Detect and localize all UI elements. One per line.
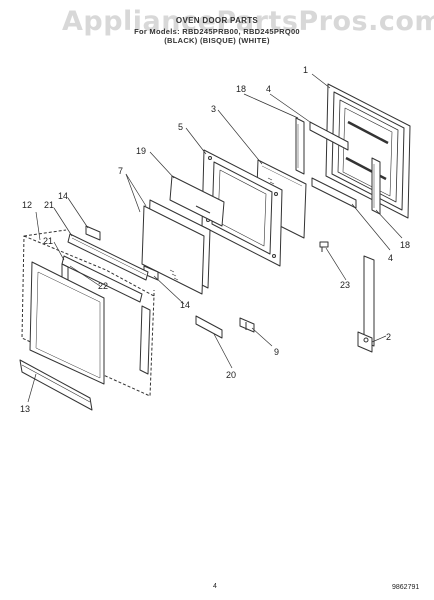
callout-21-upper: 21 xyxy=(44,200,54,210)
leader-lines xyxy=(27,73,403,403)
part-screw xyxy=(319,241,329,252)
callout-7: 7 xyxy=(118,166,123,176)
callout-9: 9 xyxy=(274,347,279,357)
part-bracket-lower xyxy=(311,177,357,209)
callout-22: 22 xyxy=(98,281,108,291)
callout-12: 12 xyxy=(22,200,32,210)
part-side-trim-left xyxy=(295,117,305,175)
callout-1: 1 xyxy=(303,65,308,75)
callout-18-upper: 18 xyxy=(236,84,246,94)
part-hinge xyxy=(357,255,375,353)
part-front-glass xyxy=(29,261,105,385)
callout-14-lower: 14 xyxy=(180,300,190,310)
callout-3: 3 xyxy=(211,104,216,114)
callout-14-upper: 14 xyxy=(58,191,68,201)
part-door-assembly-outline xyxy=(21,229,155,397)
part-latch xyxy=(239,317,255,333)
callout-2: 2 xyxy=(386,332,391,342)
watermark: AppliancePartsPros.com xyxy=(62,6,434,37)
callout-23: 23 xyxy=(340,280,350,290)
document-number: 9862791 xyxy=(392,584,420,591)
part-inner-rails xyxy=(61,255,151,375)
callout-21-lower: 21 xyxy=(43,236,53,246)
callout-13: 13 xyxy=(20,404,30,414)
callout-4-lower: 4 xyxy=(388,253,393,263)
part-top-rail xyxy=(67,233,149,281)
part-clip-upper xyxy=(85,225,101,241)
part-outer-door-panel xyxy=(325,83,411,219)
part-glass-panes xyxy=(141,199,211,295)
callout-19: 19 xyxy=(136,146,146,156)
page-title: OVEN DOOR PARTS xyxy=(175,16,259,25)
part-handle xyxy=(19,359,93,411)
part-bar xyxy=(195,315,223,339)
part-side-trim-right xyxy=(371,157,381,215)
part-baffle xyxy=(169,175,225,227)
callout-18-lower: 18 xyxy=(400,240,410,250)
part-bracket-upper xyxy=(309,121,349,151)
page-number: 4 xyxy=(213,583,217,590)
color-variants: (BLACK) (BISQUE) (WHITE) xyxy=(164,36,270,45)
callout-4-upper: 4 xyxy=(266,84,271,94)
model-list: For Models: RBD245PRB00, RBD245PRQ00 xyxy=(134,27,300,36)
callout-5: 5 xyxy=(178,122,183,132)
callout-20: 20 xyxy=(226,370,236,380)
